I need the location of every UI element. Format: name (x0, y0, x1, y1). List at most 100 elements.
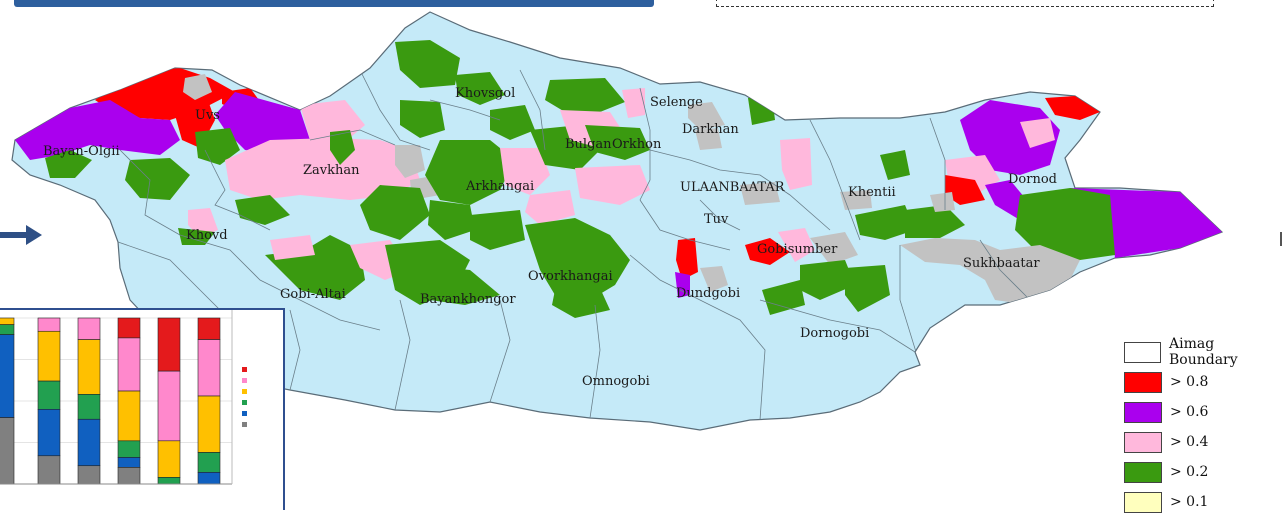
inset-bar-segment (157, 370, 181, 442)
district-gray (930, 192, 955, 212)
district-green (235, 195, 290, 225)
district-green (525, 218, 630, 300)
district-gray (840, 190, 872, 210)
district-green (395, 40, 460, 88)
label-khovsgol: Khovsgol (455, 86, 515, 101)
district-pink (778, 228, 815, 262)
inset-legend-swatch (242, 389, 247, 394)
inset-bar-segment (197, 317, 221, 340)
district-green (490, 105, 535, 140)
district-gray (740, 182, 780, 205)
district-pink (575, 165, 650, 205)
legend-item: > 0.4 (1124, 427, 1284, 457)
district-green (178, 228, 215, 245)
inset-bar-segment (77, 418, 101, 467)
district-green (762, 280, 805, 315)
label-gobisumber: Gobisumber (757, 242, 838, 257)
district-pink (622, 88, 645, 118)
arrow-right-icon (0, 225, 42, 245)
legend-label: > 0.4 (1170, 434, 1209, 450)
district-pink (225, 138, 420, 200)
district-green (855, 205, 915, 240)
inset-bar-segment (0, 317, 15, 325)
label-orkhon: Orkhon (612, 137, 662, 152)
label-ovorkhangai: Ovorkhangai (528, 269, 613, 284)
inset-bar-segment (117, 467, 141, 485)
inset-bars (0, 317, 221, 485)
district-pink (780, 138, 812, 190)
district-green (545, 78, 625, 112)
district-green (800, 260, 855, 300)
district-pink (1020, 118, 1055, 148)
legend-swatch-red (1124, 371, 1162, 393)
inset-bar-segment (0, 324, 15, 335)
label-arkhangai: Arkhangai (465, 179, 534, 194)
label-uvs: Uvs (195, 108, 220, 123)
inset-bar-segment (0, 417, 15, 485)
inset-bar-segment (117, 457, 141, 468)
label-khovd: Khovd (186, 228, 228, 243)
label-dornogobi: Dornogobi (800, 326, 869, 341)
inset-legend-swatch (242, 367, 247, 372)
district-green (195, 128, 240, 165)
district-green (470, 210, 525, 250)
inset-bar-segment (157, 477, 181, 485)
district-green (428, 200, 475, 240)
district-red (1045, 96, 1100, 120)
label-bulgan: Bulgan (565, 137, 612, 152)
inset-legend-swatch (242, 400, 247, 405)
legend-label: > 0.8 (1170, 374, 1209, 390)
legend-label: > 0.2 (1170, 464, 1209, 480)
top-accent-bar (14, 0, 654, 7)
legend-swatch-pink (1124, 431, 1162, 453)
map-legend: Aimag Boundary > 0.8 > 0.6 > 0.4 > 0.2 >… (1124, 336, 1284, 517)
inset-bar-segment (157, 440, 181, 478)
district-green (748, 96, 775, 125)
district-green (45, 150, 92, 178)
boundaries (117, 69, 1031, 421)
district-pink (525, 190, 575, 225)
district-green (330, 130, 355, 165)
district-gray (395, 145, 425, 178)
label-khentii: Khentii (848, 185, 896, 200)
legend-item: > 0.6 (1124, 397, 1284, 427)
inset-legend-swatch (242, 378, 247, 383)
inset-bar-segment (197, 472, 221, 485)
district-green (360, 185, 430, 240)
district-green (125, 158, 190, 200)
district-green (265, 235, 365, 300)
district-green (420, 265, 500, 305)
legend-item: > 0.2 (1124, 457, 1284, 487)
label-omnogobi: Omnogobi (582, 374, 650, 389)
district-pink (270, 235, 315, 260)
district-gray (183, 74, 212, 100)
label-dundgobi: Dundgobi (676, 286, 740, 301)
inset-legend (242, 367, 247, 427)
inset-bar-segment (117, 317, 141, 339)
label-darkhan: Darkhan (682, 122, 739, 137)
label-selenge: Selenge (650, 95, 703, 110)
district-green (845, 265, 890, 312)
label-ulaanbaatar: ULAANBAATAR (680, 180, 786, 195)
district-purple (215, 92, 310, 155)
legend-swatch-green (1124, 461, 1162, 483)
label-sukhbaatar: Sukhbaatar (963, 256, 1040, 271)
inset-bar-segment (37, 317, 61, 332)
label-gobi-altai: Gobi-Altai (280, 287, 346, 302)
district-fills (15, 40, 1222, 318)
inset-bar-segment (37, 330, 61, 382)
district-gray (810, 232, 858, 265)
label-tuv: Tuv (704, 212, 729, 227)
inset-bar-segment (77, 317, 101, 340)
dashed-title-box (716, 0, 1214, 7)
district-purple (675, 272, 690, 298)
inset-bar-segment (197, 395, 221, 453)
district-gray (688, 102, 725, 130)
inset-chart-svg (0, 310, 247, 485)
inset-bar-segment (117, 440, 141, 458)
map-labels: Uvs Bayan-Olgii Khovsgol Zavkhan Arkhang… (43, 86, 1057, 389)
edge-marker (1280, 232, 1282, 246)
inset-bar-segment (0, 334, 15, 418)
district-green (425, 140, 515, 205)
